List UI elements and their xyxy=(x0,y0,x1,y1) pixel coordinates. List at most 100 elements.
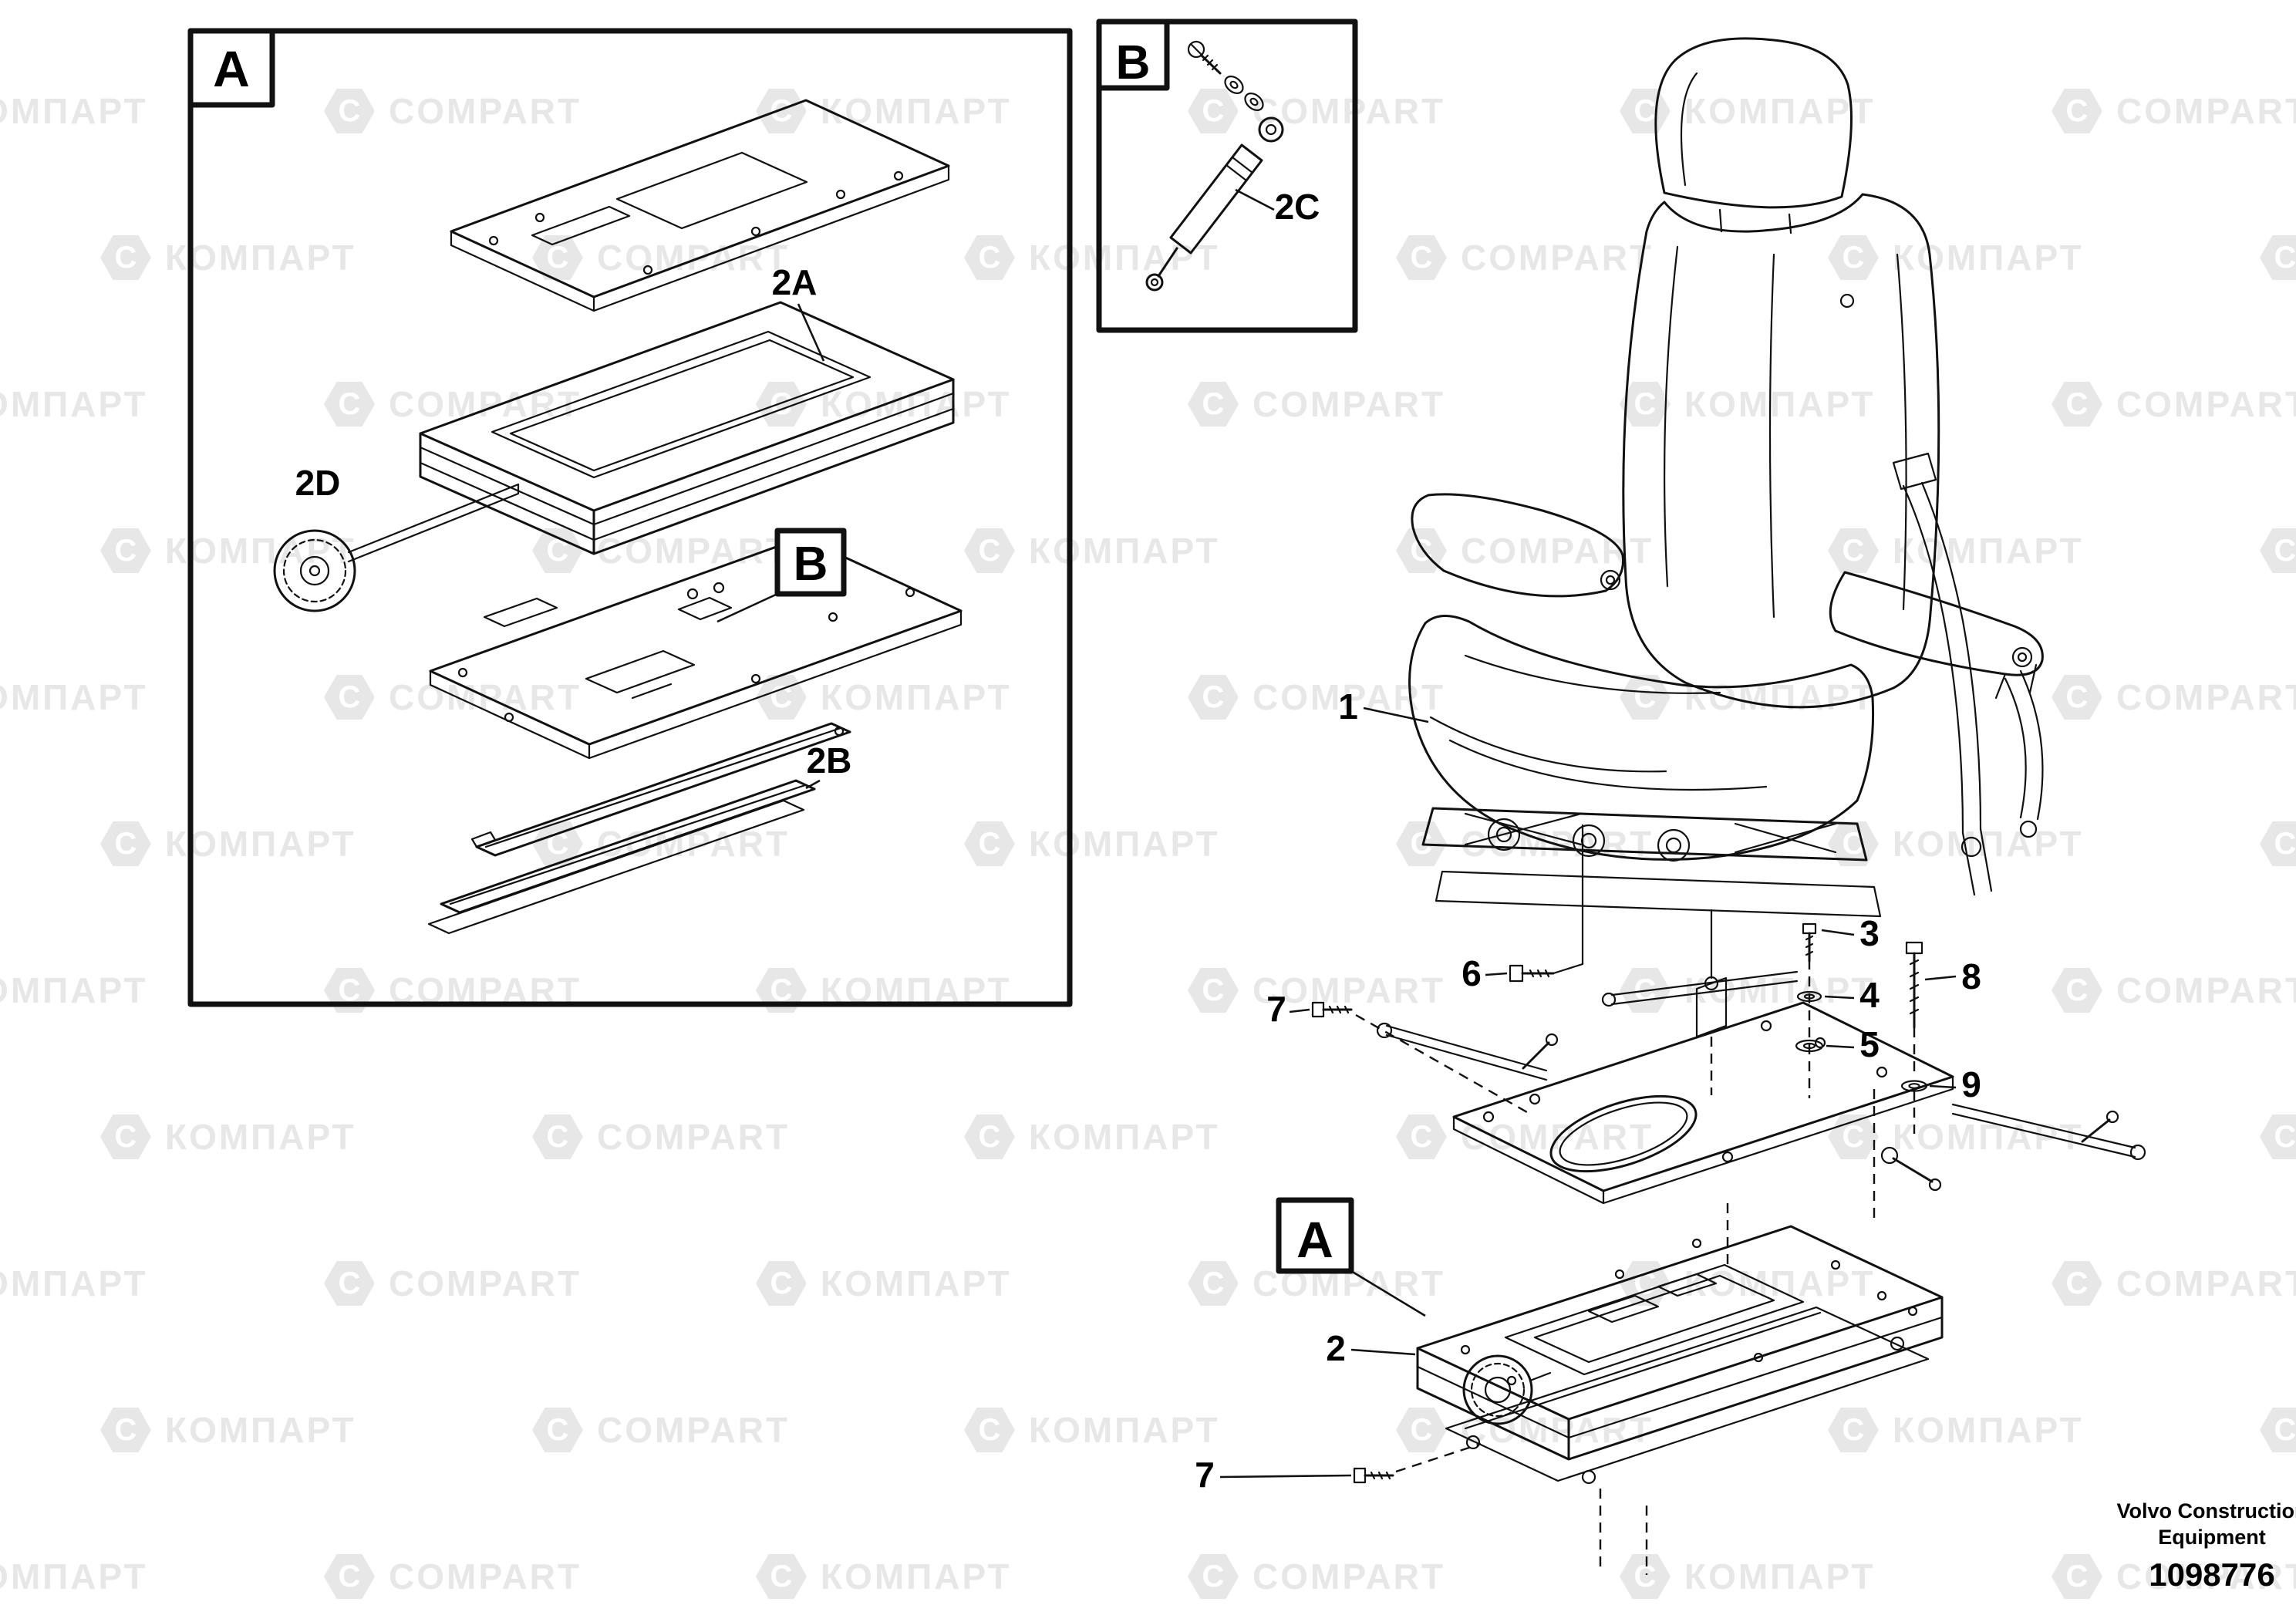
compart-logo-icon: C xyxy=(324,1261,375,1306)
watermark-row: CCOMPARTCКОМПАРТCCOMPARTCКОМПАРТCCOMPART… xyxy=(0,1109,2296,1165)
watermark-row: CCOMPARTCКОМПАРТCCOMPARTCКОМПАРТCCOMPART… xyxy=(0,523,2296,578)
watermark-item: C COMPART xyxy=(532,528,964,573)
inset-a-letter: A xyxy=(213,40,250,97)
compart-logo-icon: C xyxy=(964,528,1015,573)
watermark-row: CКОМПАРТCCOMPARTCКОМПАРТCCOMPARTCКОМПАРТ… xyxy=(0,1549,2296,1604)
compart-logo-icon: C xyxy=(2052,382,2102,427)
compart-logo-icon: C xyxy=(1188,89,1239,133)
footer-company-line1: Volvo Construction xyxy=(2117,1499,2296,1523)
compart-logo-icon: C xyxy=(1396,1408,1447,1452)
suspension-frame-2a-drawing xyxy=(419,301,955,555)
inset-a-callout-letter: A xyxy=(1296,1211,1333,1268)
watermark-text: COMPART xyxy=(1253,1556,1446,1597)
watermark-text: COMPART xyxy=(597,1117,791,1157)
watermark-item: C КОМПАРТ xyxy=(1620,89,2052,133)
watermark-text: COMPART xyxy=(2116,384,2296,424)
compart-logo-icon: C xyxy=(756,1554,807,1599)
compart-logo-icon: C xyxy=(1396,235,1447,280)
watermark-text: КОМПАРТ xyxy=(1684,1556,1876,1597)
watermark-text: КОМПАРТ xyxy=(821,1263,1012,1303)
watermark-text: COMPART xyxy=(389,91,582,131)
compart-logo-icon: C xyxy=(2260,528,2296,573)
compart-logo-icon: C xyxy=(324,1554,375,1599)
compart-logo-icon: C xyxy=(100,821,151,866)
part-label-5: 5 xyxy=(1859,1024,1880,1064)
part-label-1: 1 xyxy=(1338,686,1358,727)
hardware-drawings: 3 4 5 8 xyxy=(1266,913,1981,1265)
compart-logo-icon: C xyxy=(1188,968,1239,1013)
watermark-text: КОМПАРТ xyxy=(165,1117,356,1157)
footer-block: Volvo Construction Equipment 1098776 xyxy=(2117,1499,2296,1593)
watermark-text: КОМПАРТ xyxy=(1684,384,1876,424)
watermark-text: COMPART xyxy=(2116,970,2296,1010)
compart-logo-icon: C xyxy=(1828,235,1879,280)
compart-logo-icon: C xyxy=(532,528,583,573)
compart-logo-icon: C xyxy=(2260,821,2296,866)
watermark-text: КОМПАРТ xyxy=(1684,677,1876,717)
watermark-row: CCOMPARTCКОМПАРТCCOMPARTCКОМПАРТCCOMPART… xyxy=(0,230,2296,285)
compart-logo-icon: C xyxy=(756,382,807,427)
inset-b-callout-letter: B xyxy=(794,538,828,591)
part-label-8: 8 xyxy=(1961,956,1981,996)
watermark-text: КОМПАРТ xyxy=(821,91,1012,131)
inset-b-callout-box xyxy=(774,528,847,597)
seat-pan-drawing xyxy=(450,99,950,312)
watermark-text: COMPART xyxy=(597,531,791,571)
part-label-4: 4 xyxy=(1859,975,1880,1015)
watermark-text: КОМПАРТ xyxy=(1684,91,1876,131)
compart-logo-icon: C xyxy=(756,1261,807,1306)
compart-logo-icon: C xyxy=(964,821,1015,866)
watermark-text: КОМПАРТ xyxy=(0,677,148,717)
watermark-text: КОМПАРТ xyxy=(165,1410,356,1450)
compart-logo-icon: C xyxy=(532,1114,583,1159)
compart-logo-icon: C xyxy=(1396,1114,1447,1159)
compart-logo-icon: C xyxy=(2052,1261,2102,1306)
watermark-text: КОМПАРТ xyxy=(1029,1410,1220,1450)
compart-logo-icon: C xyxy=(1396,528,1447,573)
watermark-text: КОМПАРТ xyxy=(0,91,148,131)
watermark-row: CCOMPARTCКОМПАРТCCOMPARTCКОМПАРТCCOMPART… xyxy=(0,1402,2296,1458)
compart-logo-icon: C xyxy=(1620,89,1671,133)
inset-b-panel: B xyxy=(1096,19,1358,333)
compart-logo-icon: C xyxy=(324,382,375,427)
watermark-item: C COMPART xyxy=(2052,382,2296,427)
watermark-text: КОМПАРТ xyxy=(165,238,356,278)
watermark-text: COMPART xyxy=(597,238,791,278)
part-label-2: 2 xyxy=(1326,1328,1346,1368)
watermark-item: C COMPART xyxy=(1188,968,1620,1013)
screw-6-drawing xyxy=(1509,963,1584,983)
watermark-text: COMPART xyxy=(1253,970,1446,1010)
watermark-text: КОМПАРТ xyxy=(0,384,148,424)
document-number: 1098776 xyxy=(2149,1556,2275,1593)
watermark-item: C КОМПАРТ xyxy=(756,1261,1188,1306)
watermark-text: COMPART xyxy=(2116,91,2296,131)
